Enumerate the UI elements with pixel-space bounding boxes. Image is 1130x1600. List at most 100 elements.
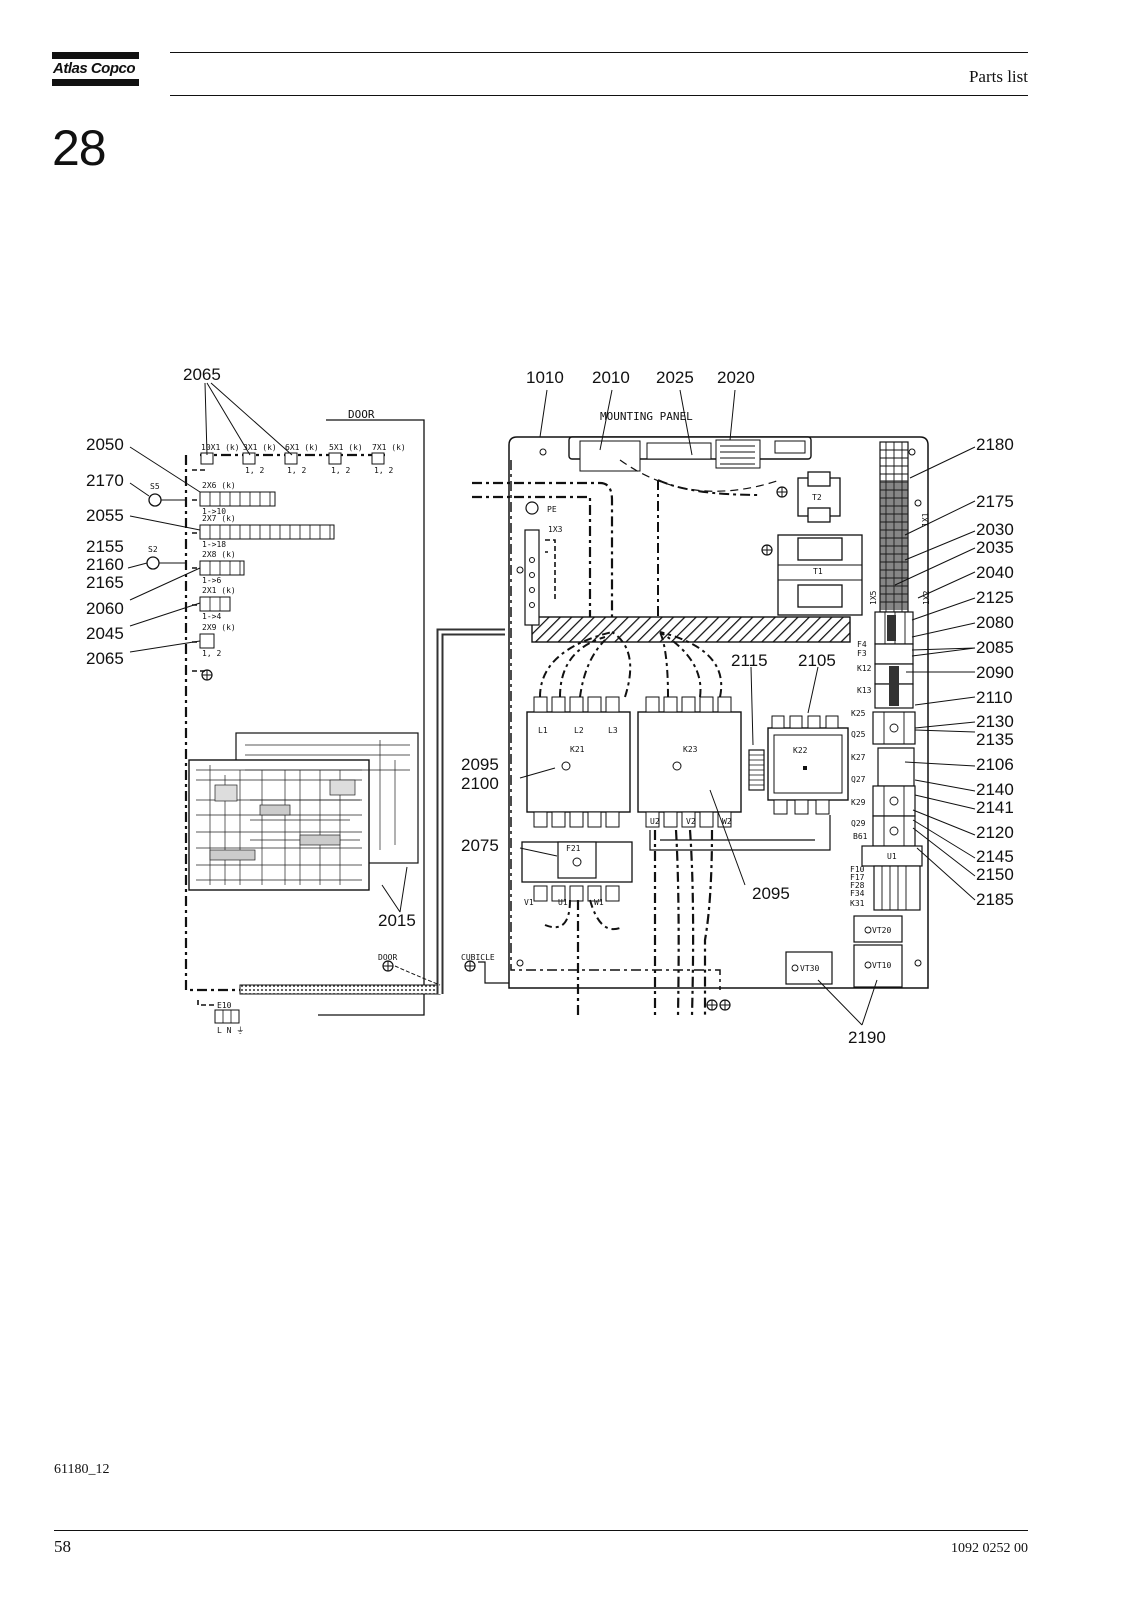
connector-label: 6X1 (k) xyxy=(285,443,319,452)
connector-strip-label: 2X8 (k) xyxy=(202,550,236,559)
callout-2175: 2175 xyxy=(976,492,1014,511)
callout-2090: 2090 xyxy=(976,663,1014,682)
callout-2110: 2110 xyxy=(976,688,1013,707)
callout-2080: 2080 xyxy=(976,613,1014,632)
connector-strip-label: 2X1 (k) xyxy=(202,586,236,595)
terminal-label: U2 xyxy=(650,817,660,826)
connector-strip-range: 1->10 xyxy=(202,507,226,516)
cubicle-ground-label: CUBICLE xyxy=(461,953,495,962)
t1-label: T1 xyxy=(813,567,823,576)
callout-2155: 2155 xyxy=(86,537,124,556)
callout-2085: 2085 xyxy=(976,638,1014,657)
callout-2055: 2055 xyxy=(86,506,124,525)
callout-2065: 2065 xyxy=(183,365,221,384)
section-number: 28 xyxy=(52,120,107,176)
t2-label: T2 xyxy=(812,493,822,502)
callout-2165: 2165 xyxy=(86,573,124,592)
callout-2150: 2150 xyxy=(976,865,1014,884)
switch-label: S2 xyxy=(148,545,158,554)
vt20-label: VT20 xyxy=(872,926,891,935)
door-section xyxy=(146,419,505,1024)
e10-pins: L N ⏚ xyxy=(217,1026,244,1035)
terminal-label: L3 xyxy=(608,726,618,735)
callout-2130: 2130 xyxy=(976,712,1014,731)
rail-label: F34 xyxy=(850,889,865,898)
callout-2095-right: 2095 xyxy=(752,884,790,903)
callout-2141: 2141 xyxy=(976,798,1014,817)
connector-strip-label: 2X7 (k) xyxy=(202,514,236,523)
callout-2190: 2190 xyxy=(848,1028,886,1047)
f21-label: F21 xyxy=(566,844,581,853)
rail-label: K12 xyxy=(857,664,872,673)
rail-label: K13 xyxy=(857,686,872,695)
rail-label: B61 xyxy=(853,832,868,841)
connector-strip-range: 1->4 xyxy=(202,612,221,621)
x3-label: 1X3 xyxy=(548,525,563,534)
rail-label: F10 xyxy=(850,865,865,874)
connector-label: 3X1 (k) xyxy=(243,443,277,452)
connector-pins: 1, 2 xyxy=(245,466,264,475)
device-labels: MOUNTING PANEL DOOR PE 1X3 1X1 1X2 1X5 D… xyxy=(148,408,931,1035)
connector-label: 5X1 (k) xyxy=(329,443,363,452)
k21-label: K21 xyxy=(570,745,585,754)
callout-2095: 2095 xyxy=(461,755,499,774)
connector-pins: 1, 2 xyxy=(331,466,350,475)
header-rule-bottom xyxy=(170,95,1028,96)
logo-bar-bottom xyxy=(52,79,139,86)
rail-label: F17 xyxy=(850,873,865,882)
footer-rule xyxy=(54,1530,1028,1531)
callout-2045: 2045 xyxy=(86,624,124,643)
rail-label: Q29 xyxy=(851,819,866,828)
x1-label: 1X1 xyxy=(921,512,930,527)
switch-label: S5 xyxy=(150,482,160,491)
callout-2180: 2180 xyxy=(976,435,1014,454)
callout-2010: 2010 xyxy=(592,368,630,387)
connector-pins: 1, 2 xyxy=(287,466,306,475)
callout-2185: 2185 xyxy=(976,890,1014,909)
rail-label: K25 xyxy=(851,709,866,718)
rail-label: K31 xyxy=(850,899,865,908)
door-label: DOOR xyxy=(348,408,375,421)
document-number: 1092 0252 00 xyxy=(951,1541,1028,1556)
terminal-label: L2 xyxy=(574,726,584,735)
e10-label: E10 xyxy=(217,1001,232,1010)
k23-label: K23 xyxy=(683,745,698,754)
terminal-label: V2 xyxy=(686,817,696,826)
callout-2025: 2025 xyxy=(656,368,694,387)
rail-label: Q25 xyxy=(851,730,866,739)
callout-2140: 2140 xyxy=(976,780,1014,799)
connector-label: 7X1 (k) xyxy=(372,443,406,452)
vt30-label: VT30 xyxy=(800,964,819,973)
u1-label: U1 xyxy=(887,852,897,861)
brand-logo: Atlas Copco xyxy=(52,52,139,86)
rail-label: K27 xyxy=(851,753,866,762)
rail-label: F28 xyxy=(850,881,865,890)
cubicle-section xyxy=(472,436,929,1016)
callout-2105: 2105 xyxy=(798,651,836,670)
vt10-label: VT10 xyxy=(872,961,891,970)
connector-pins: 1, 2 xyxy=(374,466,393,475)
page-number: 58 xyxy=(54,1537,71,1556)
callout-2100: 2100 xyxy=(461,774,499,793)
callout-2135: 2135 xyxy=(976,730,1014,749)
callout-2106: 2106 xyxy=(976,755,1014,774)
pe-label: PE xyxy=(547,505,557,514)
rail-label: F3 xyxy=(857,649,867,658)
connector-label: 10X1 (k) xyxy=(201,443,240,452)
terminal-label: L1 xyxy=(538,726,548,735)
connector-strip-label: 2X9 (k) xyxy=(202,623,236,632)
brand-name: Atlas Copco xyxy=(53,60,136,77)
callout-2125: 2125 xyxy=(976,588,1014,607)
connector-strip-label: 2X6 (k) xyxy=(202,481,236,490)
connector-strip-range: 1, 2 xyxy=(202,649,221,658)
callout-2170: 2170 xyxy=(86,471,124,490)
callout-2120: 2120 xyxy=(976,823,1014,842)
logo-bar-top xyxy=(52,52,139,59)
k22-label: K22 xyxy=(793,746,808,755)
rail-label: K29 xyxy=(851,798,866,807)
door-ground-label: DOOR xyxy=(378,953,397,962)
callout-2050: 2050 xyxy=(86,435,124,454)
terminal-label: W1 xyxy=(594,898,604,907)
connector-strip-range: 1->6 xyxy=(202,576,221,585)
callout-2015: 2015 xyxy=(378,911,416,930)
